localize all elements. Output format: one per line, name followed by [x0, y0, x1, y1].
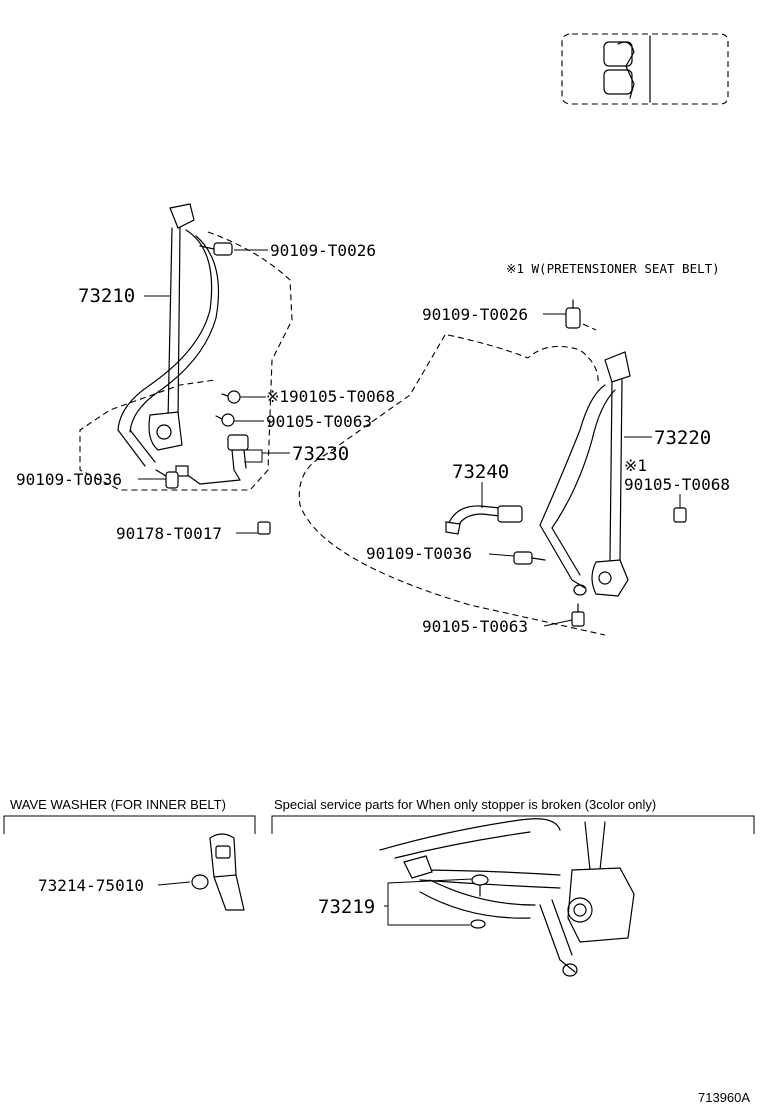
callout-73210: 73210	[78, 285, 135, 307]
section-title-special-service: Special service parts for When only stop…	[274, 797, 656, 812]
bolt-icon	[215, 413, 235, 427]
callout-pretensioner-mark: ※1	[624, 456, 647, 475]
right-seat-belt-assembly	[298, 299, 687, 636]
retractor-stopper-detail	[379, 818, 635, 977]
stopper-buckle	[191, 833, 245, 911]
callout-bolt-upper-left: 90109-T0026	[270, 241, 376, 260]
callout-bolt-pretensioner-right: 90105-T0068	[624, 475, 730, 494]
bolt-icon	[155, 469, 179, 489]
callout-73214: 73214-75010	[38, 876, 144, 895]
figure-id: 713960A	[698, 1090, 750, 1105]
bolt-icon	[513, 551, 546, 565]
pretensioner-note: ※1 W(PRETENSIONER SEAT BELT)	[506, 261, 720, 276]
left-seat-belt-assembly	[79, 203, 293, 535]
callout-73220: 73220	[654, 427, 711, 449]
callout-73240: 73240	[452, 461, 509, 483]
bolt-icon	[673, 507, 687, 523]
leader-lines	[138, 249, 681, 627]
seat-location-icon	[561, 33, 729, 105]
section-title-wave-washer: WAVE WASHER (FOR INNER BELT)	[10, 797, 226, 812]
callout-bolt-lower-right: 90109-T0036	[366, 544, 472, 563]
callout-bolt-upper-right: 90109-T0026	[422, 305, 528, 324]
bolt-icon	[221, 390, 241, 404]
callout-bolt-pretensioner-left: ※190105-T0068	[266, 387, 395, 406]
nut-icon	[257, 521, 271, 535]
callout-bolt-lower-left: 90109-T0036	[16, 470, 122, 489]
callout-bolt-bottom-right: 90105-T0063	[422, 617, 528, 636]
callout-nut-left: 90178-T0017	[116, 524, 222, 543]
bolt-icon	[565, 299, 581, 329]
callout-73219: 73219	[318, 896, 375, 918]
bolt-icon	[571, 603, 585, 627]
callout-73230: 73230	[292, 443, 349, 465]
callout-bolt-mid-left: 90105-T0063	[266, 412, 372, 431]
bolt-icon	[199, 242, 233, 256]
bottom-sections	[3, 815, 755, 977]
